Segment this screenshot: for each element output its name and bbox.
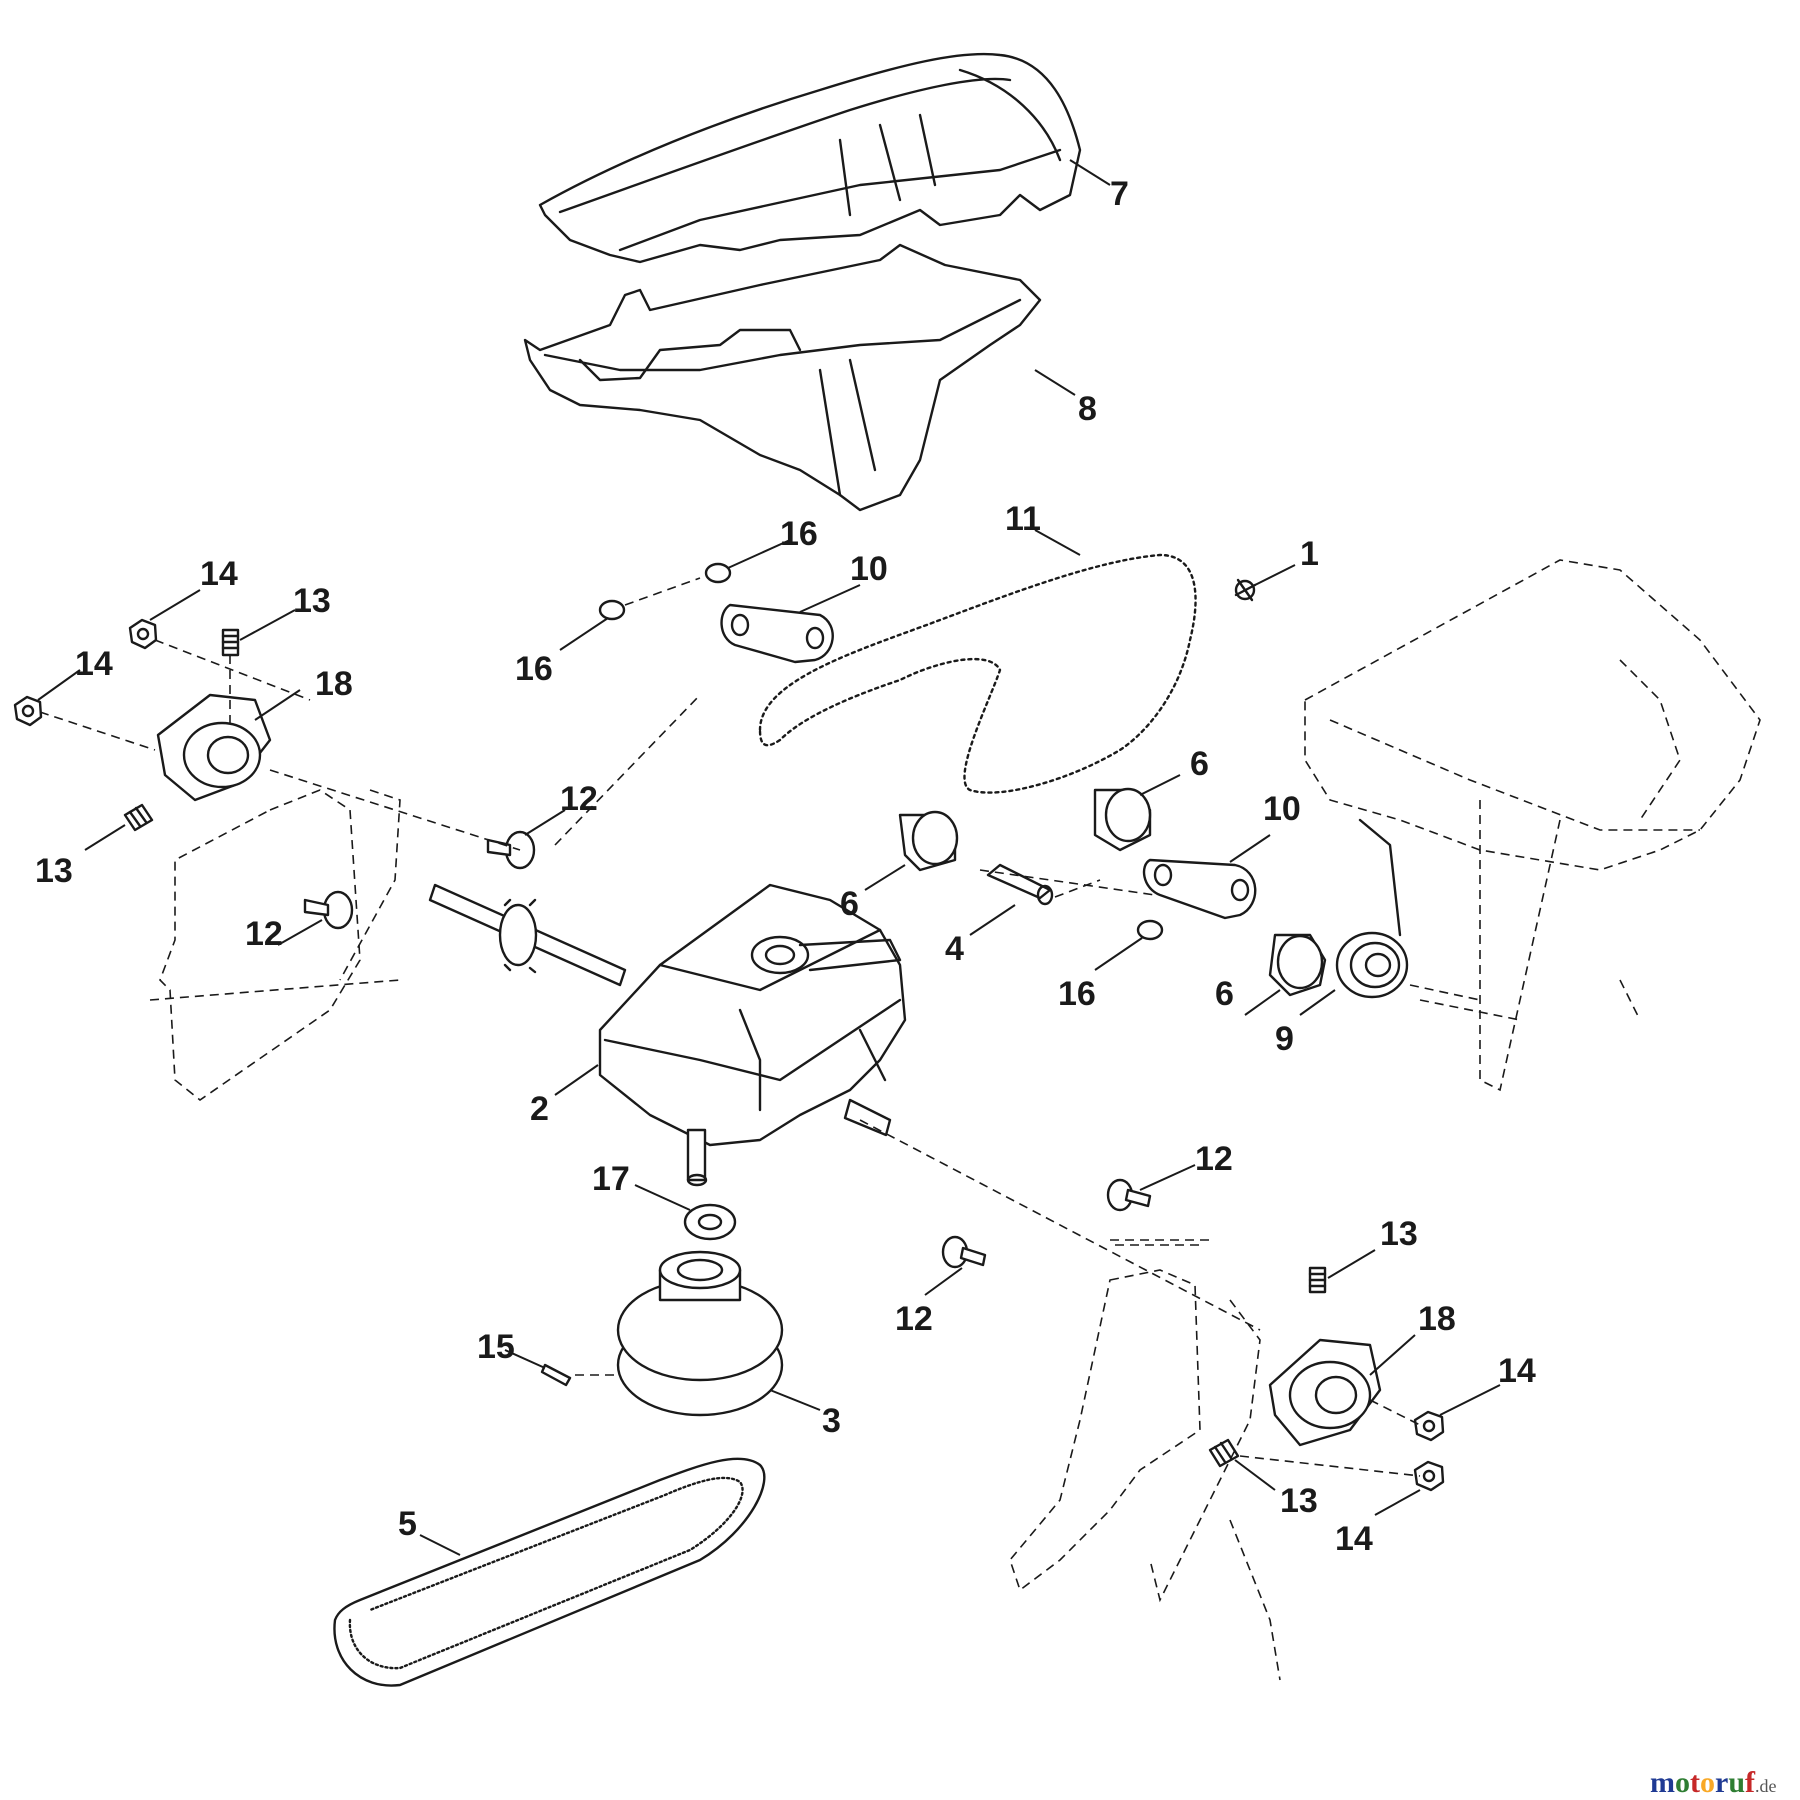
- callout-14-right-bottom: 14: [1335, 1520, 1373, 1558]
- callout-13-top-left: 13: [293, 582, 331, 620]
- nut-part-14-right-bottom: [1413, 1460, 1445, 1492]
- callout-12-left-bottom: 12: [245, 915, 283, 953]
- roller-part-6-bottom-right: [1268, 933, 1327, 997]
- callout-3: 3: [822, 1402, 841, 1440]
- spring-part-9: [1335, 818, 1409, 999]
- nut-part-14-left: [13, 695, 43, 727]
- set-screw-part-13-left: [123, 803, 154, 832]
- watermark-logo: motoruf.de: [1650, 1766, 1777, 1799]
- assembly-guide-lines: [39, 577, 1481, 1477]
- bolt-part-12-right-bottom: [941, 1235, 987, 1269]
- callout-12-right-top: 12: [1195, 1140, 1233, 1178]
- callout-10-top: 10: [850, 550, 888, 588]
- tension-arm-part-10-top: [720, 603, 834, 664]
- nut-part-14-top-left: [128, 618, 158, 650]
- circlip-part-16-right: [1136, 919, 1164, 941]
- gearbox-part-2: [428, 883, 907, 1187]
- bolt-part-12-left-bottom: [303, 890, 354, 930]
- set-screw-part-13-right-top: [1308, 1266, 1327, 1294]
- nut-part-14-right-top: [1413, 1410, 1445, 1442]
- callout-13-left: 13: [35, 852, 73, 890]
- bearing-flange-part-18-left: [156, 693, 272, 802]
- lower-housing-part-8: [523, 243, 1042, 512]
- callout-16-left: 16: [515, 650, 553, 688]
- left-side-plate-outline: [149, 789, 401, 1101]
- drive-chain-part-11: [758, 553, 1197, 794]
- callout-16-top: 16: [780, 515, 818, 553]
- roller-part-6-left: [898, 810, 959, 872]
- callout-11: 11: [1005, 500, 1041, 538]
- tension-arm-part-10-bottom: [1142, 858, 1257, 920]
- callout-labels: 7 8 11 1 16 10 16 14 13 14 18 13 12 12 6…: [35, 175, 1536, 1558]
- roller-part-6-top-right: [1093, 787, 1152, 852]
- callout-16-right: 16: [1058, 975, 1096, 1013]
- bearing-part-17: [683, 1203, 737, 1241]
- pin-part-4: [986, 863, 1054, 906]
- callout-14-left: 14: [75, 645, 113, 683]
- callout-9: 9: [1275, 1020, 1294, 1058]
- circlip-part-16-left: [598, 599, 626, 621]
- set-screw-part-13-right-bottom: [1208, 1438, 1240, 1468]
- pulley-part-3: [616, 1250, 784, 1417]
- callout-6-top-right: 6: [1190, 745, 1209, 783]
- callout-2: 2: [530, 1090, 549, 1128]
- callout-1: 1: [1300, 535, 1319, 573]
- callout-13-right-bottom: 13: [1280, 1482, 1318, 1520]
- upper-cover-part-7: [538, 52, 1082, 264]
- key-part-15: [540, 1363, 572, 1387]
- callout-8: 8: [1078, 390, 1097, 428]
- callout-12-right-bottom: 12: [895, 1300, 933, 1338]
- callout-6-bottom-right: 6: [1215, 975, 1234, 1013]
- clip-part-1: [1234, 578, 1257, 602]
- bearing-flange-part-18-right: [1268, 1338, 1382, 1447]
- right-side-plate-outline: [1009, 1239, 1281, 1681]
- callout-4: 4: [945, 930, 964, 968]
- callout-18-left: 18: [315, 665, 353, 703]
- callout-5: 5: [398, 1505, 417, 1543]
- watermark-text: motoruf.de: [1650, 1766, 1777, 1799]
- callout-17: 17: [592, 1160, 630, 1198]
- callout-7: 7: [1110, 175, 1129, 213]
- callout-13-right-top: 13: [1380, 1215, 1418, 1253]
- callout-12-left-top: 12: [560, 780, 598, 818]
- callout-18-right: 18: [1418, 1300, 1456, 1338]
- deck-frame-outline: [1304, 559, 1761, 1092]
- bolt-part-12-left-top: [486, 830, 536, 870]
- v-belt-part-5: [333, 1457, 766, 1687]
- callout-10-bottom: 10: [1263, 790, 1301, 828]
- set-screw-part-13-top-left: [221, 628, 240, 730]
- callout-14-right-top: 14: [1498, 1352, 1536, 1390]
- callout-15: 15: [477, 1328, 515, 1366]
- circlip-part-16-top: [704, 562, 732, 584]
- bolt-part-12-right-top: [1106, 1178, 1152, 1212]
- callout-6-left: 6: [840, 885, 859, 923]
- callout-14-top-left: 14: [200, 555, 238, 593]
